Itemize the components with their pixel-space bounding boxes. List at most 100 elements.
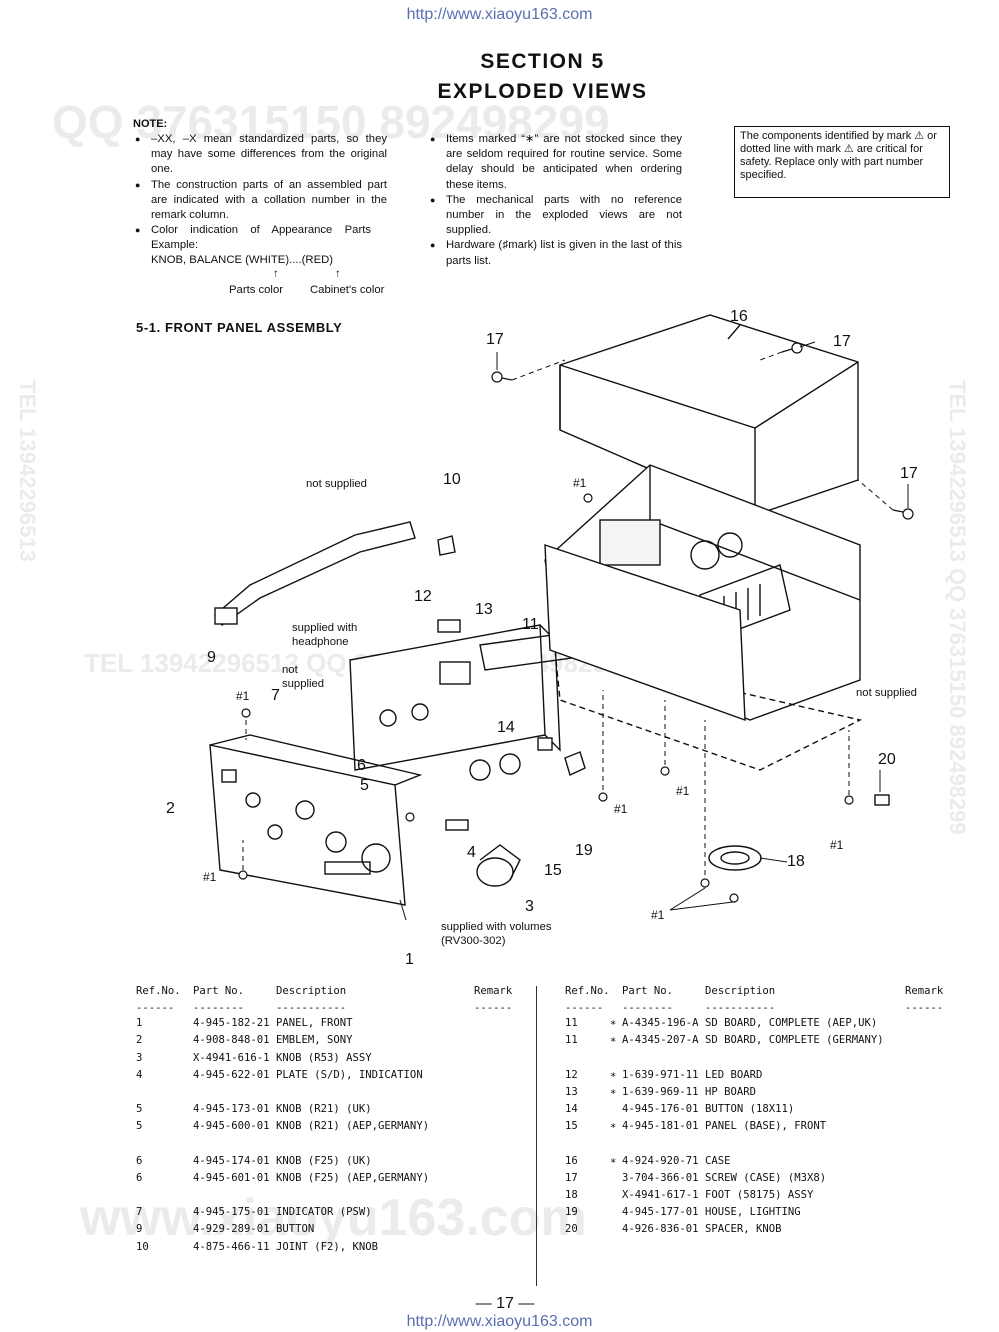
cell-description: KNOB (F25) (AEP,GERMANY) [276, 1171, 430, 1184]
header-ref-no: Ref.No. [565, 985, 610, 997]
cell-part-no: A-4345-196-A [622, 1017, 699, 1030]
cell-ref-no: 16 [565, 1154, 578, 1167]
safety-notice: The components identified by mark ⚠ or d… [734, 126, 950, 198]
cell-ref-no: 11 [565, 1017, 578, 1030]
table-spacer [565, 1138, 945, 1155]
header-ref-no: Ref.No. [136, 985, 181, 997]
page-number: — 17 — [475, 1295, 535, 1312]
hardware-callout: #1 [203, 870, 217, 884]
rule: ----------- [276, 1002, 347, 1015]
color-example: KNOB, BALANCE (WHITE)....(RED) [151, 254, 334, 266]
label-not-supplied: not supplied [282, 664, 325, 690]
callout-13: 13 [475, 601, 493, 618]
cell-description: KNOB (F25) (UK) [276, 1154, 372, 1167]
note-column-1: –XX, –X mean standardized parts, so they… [133, 132, 387, 254]
plate-indication [445, 819, 469, 831]
arrow-up-icon: ↑ [273, 268, 279, 280]
cell-ref-no: 3 [136, 1051, 143, 1064]
cell-ref-no: 1 [136, 1017, 143, 1030]
label-supplied-with-volumes: supplied with volumes (RV300-302) [441, 921, 552, 947]
source-url-bottom[interactable]: http://www.xiaoyu163.com [406, 1313, 593, 1330]
cell-part-no: 4-924-920-71 [622, 1154, 699, 1167]
cell-description: SD BOARD, COMPLETE (AEP,UK) [705, 1017, 878, 1030]
cell-part-no: 4-945-175-01 [193, 1206, 270, 1219]
cell-description: SPACER, KNOB [705, 1223, 782, 1236]
label-not-supplied: not supplied [856, 687, 917, 699]
callout-5: 5 [360, 777, 369, 794]
cell-part-no: 4-945-174-01 [193, 1154, 270, 1167]
hp-board [439, 661, 471, 685]
cell-description: KNOB (R21) (UK) [276, 1103, 372, 1116]
cell-description: SCREW (CASE) (M3X8) [705, 1171, 827, 1184]
cell-description: LED BOARD [705, 1068, 763, 1081]
cell-ref-no: 10 [136, 1240, 149, 1253]
cell-ref-no: 12 [565, 1068, 578, 1081]
source-url-top[interactable]: http://www.xiaoyu163.com [406, 6, 593, 23]
hardware-callout: #1 [651, 908, 665, 922]
cell-ref-no: 6 [136, 1154, 143, 1167]
note-item: The mechanical parts with no reference n… [428, 193, 682, 239]
cell-description: PLATE (S/D), INDICATION [276, 1068, 423, 1081]
cell-part-no: X-4941-616-1 [193, 1051, 270, 1064]
table-header: Ref.No. Part No. Description Remark [136, 985, 516, 1002]
cell-ref-no: 13 [565, 1085, 578, 1098]
house-lighting [564, 751, 586, 776]
watermark-bottom: www.xiaoyu163.com [80, 1189, 587, 1247]
callout-2: 2 [166, 800, 175, 817]
table-divider [536, 986, 537, 1286]
cell-part-no: 4-945-182-21 [193, 1017, 270, 1030]
cell-ref-no: 5 [136, 1103, 143, 1116]
header-part-no: Part No. [622, 985, 674, 997]
table-row: 4 4-945-622-01 PLATE (S/D), INDICATION [136, 1069, 516, 1086]
joint-knob [437, 535, 456, 556]
callout-6: 6 [357, 757, 366, 774]
cell-description: FOOT (58175) ASSY [705, 1189, 814, 1202]
not-stocked-mark: ∗ [610, 1154, 617, 1167]
cell-part-no: 4-945-622-01 [193, 1068, 270, 1081]
cell-part-no: 4-945-173-01 [193, 1103, 270, 1116]
rule: ------ [474, 1002, 513, 1015]
cell-description: PANEL, FRONT [276, 1017, 353, 1030]
cell-ref-no: 14 [565, 1103, 578, 1116]
cell-ref-no: 7 [136, 1206, 143, 1219]
callout-pointers [399, 341, 909, 921]
not-stocked-mark: ∗ [610, 1085, 617, 1098]
table-row: 1 4-945-182-21 PANEL, FRONT [136, 1017, 516, 1034]
table-row: 6 4-945-174-01 KNOB (F25) (UK) [136, 1155, 516, 1172]
table-header: Ref.No. Part No. Description Remark [565, 985, 945, 1002]
hardware-callout: #1 [676, 784, 690, 798]
rule: ------ [136, 1002, 175, 1015]
parts-table-left: Ref.No. Part No. Description Remark ----… [136, 985, 516, 1258]
cell-part-no: X-4941-617-1 [622, 1189, 699, 1202]
header-part-no: Part No. [193, 985, 245, 997]
led-board [437, 619, 461, 633]
rule: ------ [905, 1002, 944, 1015]
callout-7: 7 [271, 687, 280, 704]
cell-ref-no: 5 [136, 1120, 143, 1133]
cell-ref-no: 4 [136, 1068, 143, 1081]
callout-17: 17 [833, 333, 851, 350]
note-item: Hardware (♯mark) list is given in the la… [428, 238, 682, 268]
callout-14: 14 [497, 719, 515, 736]
callout-3: 3 [525, 898, 534, 915]
rule: ------ [565, 1002, 604, 1015]
callout-1: 1 [405, 951, 414, 968]
callout-17: 17 [900, 465, 918, 482]
screw-icons [238, 342, 914, 903]
cell-ref-no: 17 [565, 1171, 578, 1184]
note-column-2: Items marked “∗” are not stocked since t… [428, 132, 682, 269]
callout-18: 18 [787, 853, 805, 870]
note-item: –XX, –X mean standardized parts, so they… [133, 132, 387, 178]
cell-ref-no: 6 [136, 1171, 143, 1184]
hardware-callout: #1 [573, 476, 587, 490]
cell-ref-no: 19 [565, 1206, 578, 1219]
callout-20: 20 [878, 751, 896, 768]
